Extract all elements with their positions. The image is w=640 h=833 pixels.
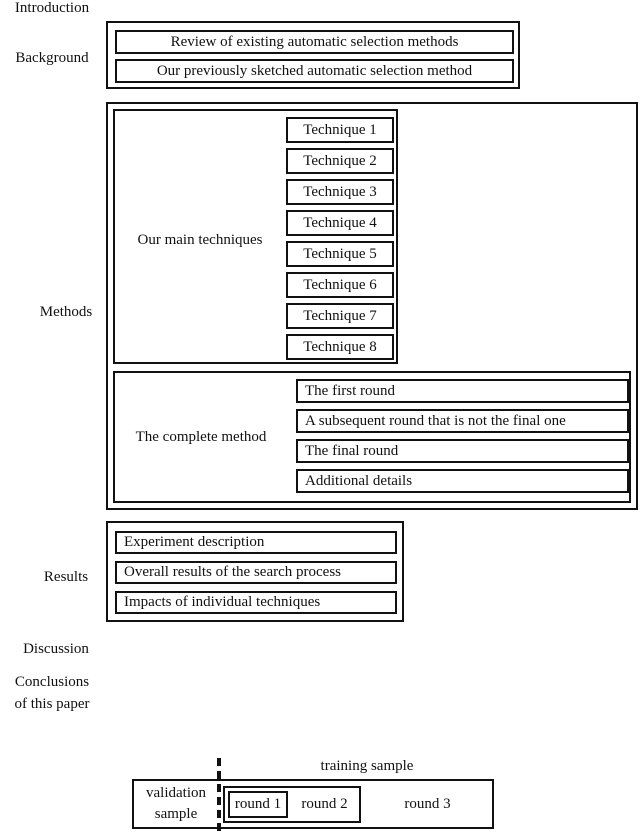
results-item-box: Overall results of the search process bbox=[115, 561, 397, 584]
validation-line1: validation bbox=[146, 785, 206, 801]
validation-line2: sample bbox=[154, 806, 198, 822]
round2-label: round 2 bbox=[301, 796, 348, 812]
section-label-conclusions: Conclusions of this paper bbox=[0, 671, 104, 715]
training-sample-label: training sample bbox=[320, 758, 414, 774]
technique-box: Technique 6 bbox=[286, 272, 394, 298]
background-item-box: Our previously sketched automatic select… bbox=[115, 59, 514, 83]
validation-training-divider bbox=[217, 758, 221, 831]
technique-box: Technique 5 bbox=[286, 241, 394, 267]
section-label-methods: Methods bbox=[39, 304, 93, 320]
section-label-background: Background bbox=[15, 50, 89, 66]
results-item-box: Impacts of individual techniques bbox=[115, 591, 397, 614]
validation-sample-label: validation sample bbox=[134, 783, 218, 825]
technique-box: Technique 4 bbox=[286, 210, 394, 236]
technique-box: Technique 2 bbox=[286, 148, 394, 174]
conclusions-line2: of this paper bbox=[14, 696, 90, 712]
conclusions-line1: Conclusions bbox=[14, 674, 90, 690]
round1-box: round 1 bbox=[228, 791, 288, 818]
technique-box: Technique 1 bbox=[286, 117, 394, 143]
section-label-introduction: Introduction bbox=[14, 0, 90, 16]
round3-label: round 3 bbox=[404, 796, 451, 812]
technique-box: Technique 3 bbox=[286, 179, 394, 205]
section-label-discussion: Discussion bbox=[23, 641, 89, 657]
section-label-results: Results bbox=[43, 569, 89, 585]
complete-method-item-box: The first round bbox=[296, 379, 629, 403]
main-techniques-label: Our main techniques bbox=[137, 232, 263, 248]
technique-box: Technique 7 bbox=[286, 303, 394, 329]
complete-method-item-box: The final round bbox=[296, 439, 629, 463]
complete-method-label: The complete method bbox=[135, 429, 267, 445]
complete-method-item-box: Additional details bbox=[296, 469, 629, 493]
background-item-box: Review of existing automatic selection m… bbox=[115, 30, 514, 54]
results-item-box: Experiment description bbox=[115, 531, 397, 554]
complete-method-item-box: A subsequent round that is not the final… bbox=[296, 409, 629, 433]
technique-box: Technique 8 bbox=[286, 334, 394, 360]
